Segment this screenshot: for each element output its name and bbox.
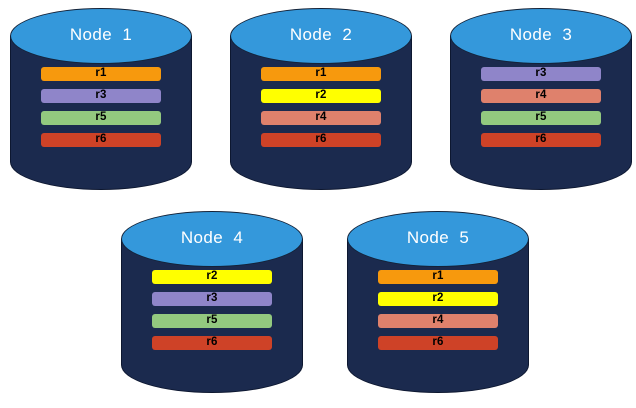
record-label: r3 xyxy=(535,67,547,80)
cylinder-top-ellipse xyxy=(121,211,303,267)
record-label: r6 xyxy=(315,133,327,146)
record-bar[interactable]: r5 xyxy=(152,314,272,328)
node-label: Node 3 xyxy=(509,25,573,44)
node-label: Node 2 xyxy=(289,25,353,44)
cylinder-top-ellipse xyxy=(450,8,632,64)
record-list: r1 r2 r4 r6 xyxy=(378,270,498,350)
record-label: r1 xyxy=(315,67,327,80)
record-label: r5 xyxy=(535,111,547,124)
record-label: r6 xyxy=(535,133,547,146)
record-bar[interactable]: r6 xyxy=(481,133,601,147)
node-cylinder[interactable]: Node 5 r1 r2 r4 r6 xyxy=(347,211,529,393)
record-label: r5 xyxy=(95,111,107,124)
record-label: r1 xyxy=(95,67,107,80)
record-list: r2 r3 r5 r6 xyxy=(152,270,272,350)
record-label: r2 xyxy=(315,89,327,102)
record-list: r1 r3 r5 r6 xyxy=(41,67,161,147)
node-label: Node 4 xyxy=(180,228,244,247)
node-cylinder[interactable]: Node 2 r1 r2 r4 r6 xyxy=(230,8,412,190)
record-label: r6 xyxy=(206,336,218,349)
record-bar[interactable]: r3 xyxy=(152,292,272,306)
record-bar[interactable]: r3 xyxy=(41,89,161,103)
cylinder-top-ellipse xyxy=(10,8,192,64)
record-bar[interactable]: r1 xyxy=(378,270,498,284)
record-label: r6 xyxy=(432,336,444,349)
record-label: r2 xyxy=(432,292,444,305)
node-label: Node 1 xyxy=(69,25,133,44)
record-list: r1 r2 r4 r6 xyxy=(261,67,381,147)
record-label: r4 xyxy=(432,314,444,327)
node-label: Node 5 xyxy=(406,228,470,247)
record-label: r4 xyxy=(315,111,327,124)
record-bar[interactable]: r6 xyxy=(378,336,498,350)
record-bar[interactable]: r2 xyxy=(378,292,498,306)
record-label: r1 xyxy=(432,270,444,283)
record-bar[interactable]: r1 xyxy=(261,67,381,81)
record-bar[interactable]: r5 xyxy=(41,111,161,125)
cylinder-top-ellipse xyxy=(230,8,412,64)
record-bar[interactable]: r4 xyxy=(378,314,498,328)
record-bar[interactable]: r6 xyxy=(261,133,381,147)
record-label: r2 xyxy=(206,270,218,283)
cylinder-top-ellipse xyxy=(347,211,529,267)
record-label: r5 xyxy=(206,314,218,327)
record-bar[interactable]: r1 xyxy=(41,67,161,81)
node-cylinder[interactable]: Node 4 r2 r3 r5 r6 xyxy=(121,211,303,393)
record-bar[interactable]: r4 xyxy=(481,89,601,103)
record-label: r3 xyxy=(95,89,107,102)
record-label: r4 xyxy=(535,89,547,102)
record-bar[interactable]: r6 xyxy=(152,336,272,350)
record-list: r3 r4 r5 r6 xyxy=(481,67,601,147)
record-bar[interactable]: r2 xyxy=(152,270,272,284)
node-cylinder[interactable]: Node 1 r1 r3 r5 r6 xyxy=(10,8,192,190)
node-cylinder[interactable]: Node 3 r3 r4 r5 r6 xyxy=(450,8,632,190)
record-bar[interactable]: r3 xyxy=(481,67,601,81)
record-bar[interactable]: r4 xyxy=(261,111,381,125)
record-bar[interactable]: r2 xyxy=(261,89,381,103)
record-label: r6 xyxy=(95,133,107,146)
record-label: r3 xyxy=(206,292,218,305)
record-bar[interactable]: r5 xyxy=(481,111,601,125)
record-bar[interactable]: r6 xyxy=(41,133,161,147)
